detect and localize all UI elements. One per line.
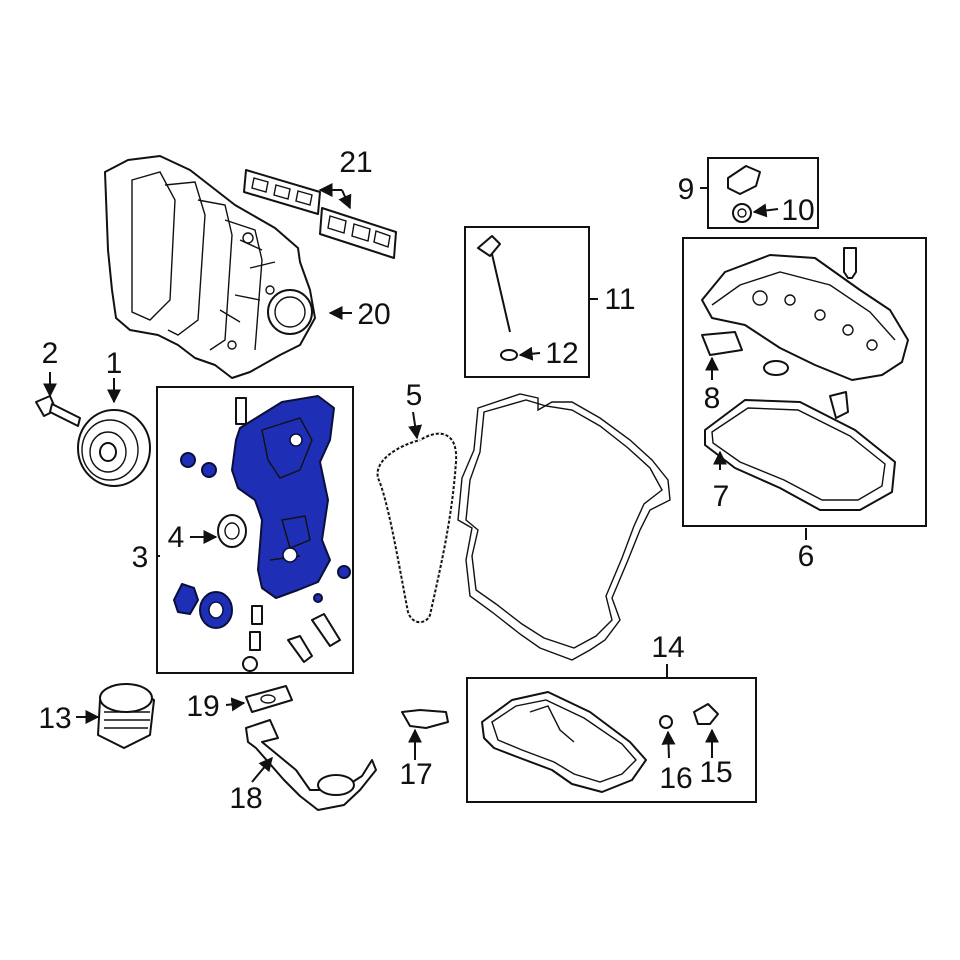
oil-pickup[interactable] [245, 685, 377, 811]
callout-18: 18 [229, 782, 262, 815]
callout-13: 13 [38, 702, 71, 735]
callout-5: 5 [406, 379, 423, 412]
timing-cover-highlighted[interactable] [231, 395, 335, 599]
crank-bolt[interactable] [35, 395, 81, 427]
callout-17: 17 [399, 758, 432, 791]
callout-11: 11 [604, 283, 635, 316]
timing-cover-group[interactable] [156, 386, 354, 674]
callout-9: 9 [678, 173, 695, 206]
callout-6: 6 [798, 540, 815, 573]
callout-12: 12 [545, 337, 578, 370]
oil-filter[interactable] [97, 683, 155, 749]
engine-block [457, 393, 671, 661]
callout-1: 1 [106, 347, 123, 380]
callout-14: 14 [651, 631, 684, 664]
intake-gaskets[interactable] [243, 169, 397, 259]
valve-cover-group[interactable] [682, 237, 927, 527]
callout-21: 21 [339, 146, 372, 179]
callout-3: 3 [132, 541, 149, 574]
crank-pulley[interactable] [77, 409, 151, 487]
callout-15: 15 [699, 756, 732, 789]
oil-pan-group[interactable] [401, 677, 757, 803]
leader-lines [43, 183, 807, 783]
timing-chain[interactable] [376, 432, 458, 624]
callout-4: 4 [168, 521, 185, 554]
callout-2: 2 [42, 337, 59, 370]
intake-manifold[interactable] [104, 155, 316, 379]
callout-8: 8 [704, 382, 721, 415]
callout-numbers: 1 2 3 4 5 6 7 8 9 10 11 12 13 14 15 16 1… [38, 146, 814, 815]
callout-10: 10 [781, 194, 814, 227]
oil-filler-cap[interactable] [707, 157, 819, 229]
callout-20: 20 [357, 298, 390, 331]
callout-19: 19 [186, 690, 219, 723]
dipstick-group[interactable] [464, 226, 590, 378]
callout-16: 16 [659, 762, 692, 795]
callout-7: 7 [713, 480, 730, 513]
